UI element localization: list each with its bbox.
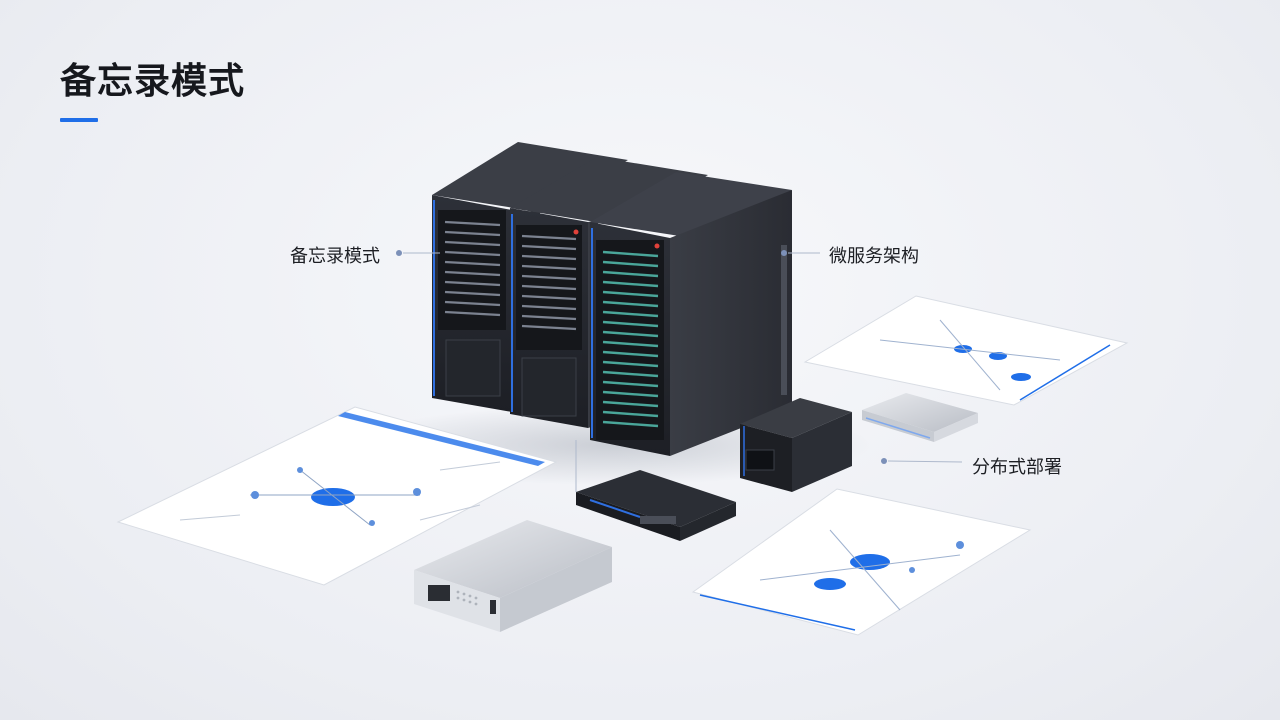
server-rack-icon xyxy=(432,142,628,412)
callout-memento-pattern: 备忘录模式 xyxy=(290,246,380,267)
storage-unit-icon xyxy=(862,393,978,442)
callout-distributed-deployment: 分布式部署 xyxy=(972,457,1062,478)
callout-microservice-architecture: 微服务架构 xyxy=(829,246,919,267)
mini-pc-icon xyxy=(740,398,852,492)
callout-leader-3 xyxy=(881,458,963,464)
callout-leader-1 xyxy=(396,250,440,256)
title-underline xyxy=(60,118,98,122)
architecture-diagram-sheet xyxy=(116,406,558,586)
callout-leader-2 xyxy=(781,250,820,256)
server-rack-icon xyxy=(590,172,792,456)
server-rack-icon xyxy=(510,157,708,428)
network-switch-icon xyxy=(576,470,736,541)
silver-server-icon xyxy=(414,520,612,632)
architecture-diagram-sheet xyxy=(691,488,1032,636)
slide-title: 备忘录模式 xyxy=(60,61,246,102)
